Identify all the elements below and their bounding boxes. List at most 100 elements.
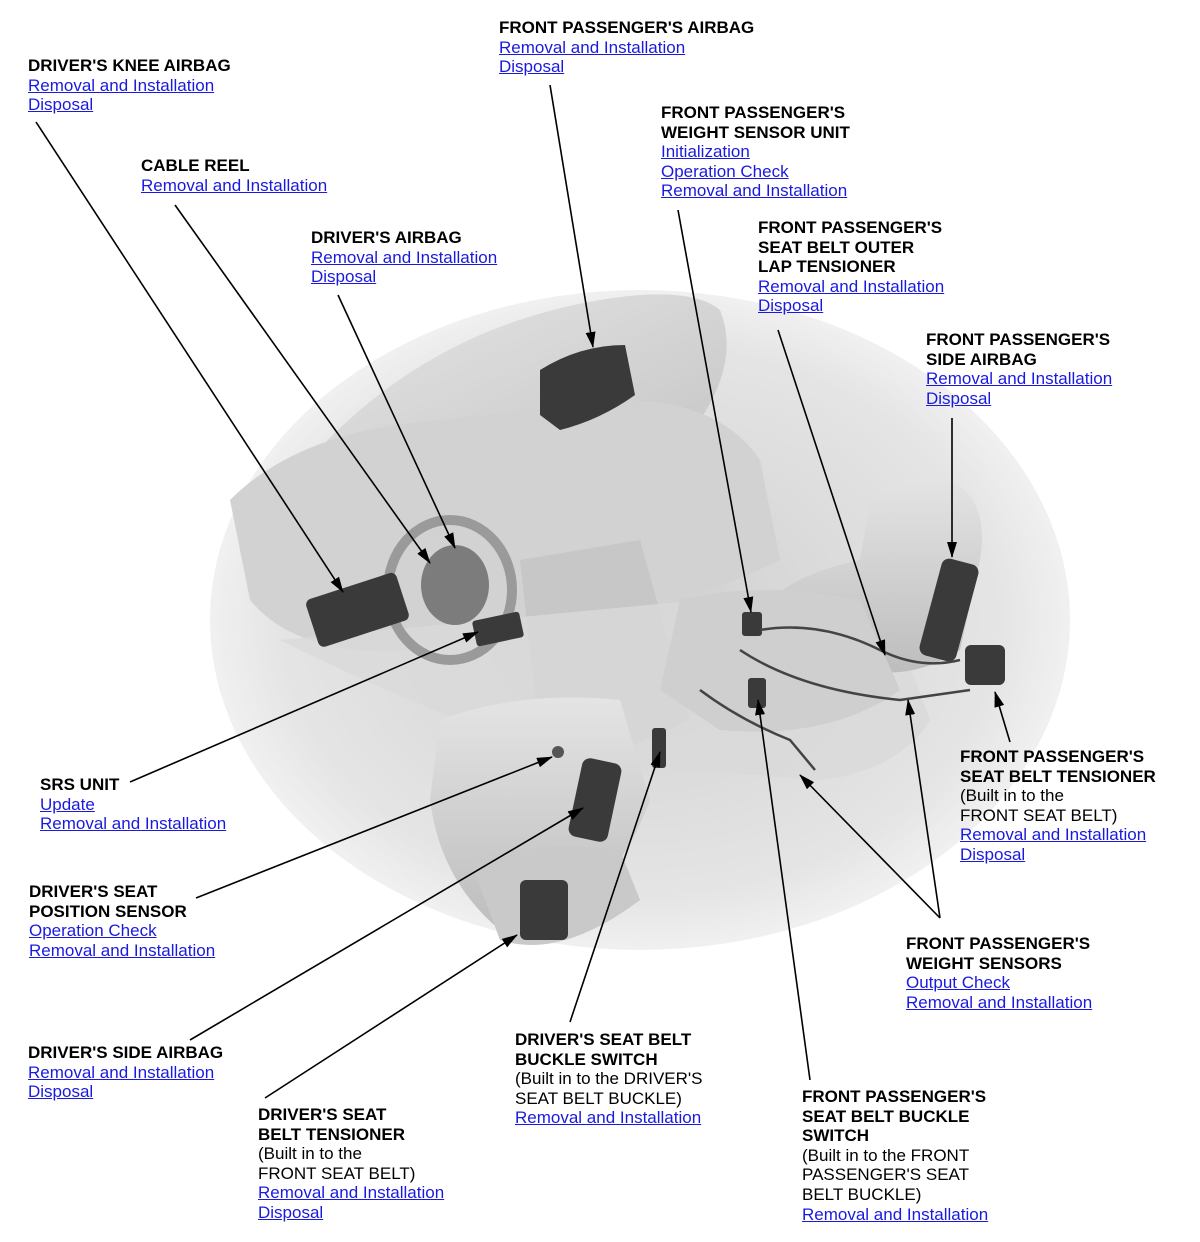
callout-note: FRONT SEAT BELT) xyxy=(960,805,1118,825)
driver-tensioner-module xyxy=(520,880,568,940)
seat-position-sensor-module xyxy=(552,746,564,758)
disposal-link[interactable]: Disposal xyxy=(758,296,824,316)
removal-and-installation-link[interactable]: Removal and Installation xyxy=(311,247,498,267)
operation-check-link[interactable]: Operation Check xyxy=(29,921,157,941)
callout-note: (Built in to the FRONT xyxy=(802,1145,970,1165)
leader-fp-weight-sensors-a xyxy=(905,699,941,919)
callout-title: SEAT BELT TENSIONER xyxy=(960,766,1156,786)
callout-note: SEAT BELT BUCKLE) xyxy=(515,1088,682,1108)
leader-fp-tensioner xyxy=(994,691,1011,743)
callout-title: DRIVER'S KNEE AIRBAG xyxy=(28,56,231,75)
callout-title: BUCKLE SWITCH xyxy=(515,1049,658,1069)
removal-and-installation-link[interactable]: Removal and Installation xyxy=(29,940,216,960)
callout-note: (Built in to the xyxy=(960,786,1064,806)
callout-note: FRONT SEAT BELT) xyxy=(258,1163,416,1183)
removal-and-installation-link[interactable]: Removal and Installation xyxy=(515,1108,702,1128)
disposal-link[interactable]: Disposal xyxy=(926,388,992,408)
callout-title: SWITCH xyxy=(802,1126,870,1146)
callout-title: DRIVER'S SEAT xyxy=(258,1105,387,1124)
removal-and-installation-link[interactable]: Removal and Installation xyxy=(28,75,215,95)
disposal-link[interactable]: Disposal xyxy=(28,95,94,115)
callout-title: DRIVER'S AIRBAG xyxy=(311,228,462,247)
removal-and-installation-link[interactable]: Removal and Installation xyxy=(661,181,848,201)
callout-title: FRONT PASSENGER'S xyxy=(960,747,1145,766)
output-check-link[interactable]: Output Check xyxy=(906,973,1010,993)
callout-title: SIDE AIRBAG xyxy=(926,349,1037,369)
leader-fp-buckle xyxy=(755,699,811,1081)
leader-driver-buckle xyxy=(569,751,661,1023)
removal-and-installation-link[interactable]: Removal and Installation xyxy=(758,276,945,296)
driver-side-airbag-module xyxy=(568,758,622,842)
removal-and-installation-link[interactable]: Removal and Installation xyxy=(960,825,1147,845)
knee-airbag-module xyxy=(306,572,409,647)
removal-and-installation-link[interactable]: Removal and Installation xyxy=(906,992,1093,1012)
callout-title: FRONT PASSENGER'S xyxy=(661,103,846,122)
operation-check-link[interactable]: Operation Check xyxy=(661,161,789,181)
removal-and-installation-link[interactable]: Removal and Installation xyxy=(802,1204,989,1224)
callout-title: FRONT PASSENGER'S xyxy=(926,330,1111,349)
callout-note: BELT BUCKLE) xyxy=(802,1184,922,1204)
callout-title: FRONT PASSENGER'S xyxy=(802,1087,987,1106)
callout-title: SRS UNIT xyxy=(40,775,120,794)
callout-title: POSITION SENSOR xyxy=(29,901,187,921)
srs-components xyxy=(306,345,1005,940)
leader-fp-airbag xyxy=(549,84,596,348)
leader-driver-airbag xyxy=(337,294,456,549)
leader-lines xyxy=(35,84,1011,1099)
removal-and-installation-link[interactable]: Removal and Installation xyxy=(499,37,686,57)
passenger-tensioner-module xyxy=(965,645,1005,685)
callout-title: FRONT PASSENGER'S AIRBAG xyxy=(499,18,755,37)
removal-and-installation-link[interactable]: Removal and Installation xyxy=(40,814,227,834)
callout-title: LAP TENSIONER xyxy=(758,257,896,277)
callout-title: BELT TENSIONER xyxy=(258,1124,406,1144)
leader-knee-airbag xyxy=(35,121,344,593)
callout-title: SEAT BELT OUTER xyxy=(758,237,915,257)
disposal-link[interactable]: Disposal xyxy=(28,1082,94,1102)
leader-fp-lap-tensioner xyxy=(777,329,886,656)
leader-srs-unit xyxy=(129,631,479,783)
callout-title: SEAT BELT BUCKLE xyxy=(802,1106,970,1126)
removal-and-installation-link[interactable]: Removal and Installation xyxy=(926,369,1113,389)
initialization-link[interactable]: Initialization xyxy=(661,142,750,162)
passenger-side-airbag-module xyxy=(919,558,979,662)
removal-and-installation-link[interactable]: Removal and Installation xyxy=(141,175,328,195)
leader-cable-reel xyxy=(174,204,431,564)
disposal-link[interactable]: Disposal xyxy=(258,1202,324,1222)
callout-note: (Built in to the DRIVER'S xyxy=(515,1069,703,1089)
callout-title: WEIGHT SENSORS xyxy=(906,953,1062,973)
disposal-link[interactable]: Disposal xyxy=(960,844,1026,864)
weight-sensor-unit-module xyxy=(742,612,762,636)
callout-title: CABLE REEL xyxy=(141,156,250,175)
callout-title: DRIVER'S SIDE AIRBAG xyxy=(28,1043,224,1062)
passenger-buckle-module xyxy=(748,678,766,708)
disposal-link[interactable]: Disposal xyxy=(499,57,565,77)
update-link[interactable]: Update xyxy=(40,794,95,814)
callout-title: DRIVER'S SEAT BELT xyxy=(515,1030,692,1049)
callout-title: FRONT PASSENGER'S xyxy=(758,218,943,237)
leader-driver-side-airbag xyxy=(189,807,584,1041)
leader-driver-seat-pos xyxy=(195,756,553,899)
disposal-link[interactable]: Disposal xyxy=(311,267,377,287)
removal-and-installation-link[interactable]: Removal and Installation xyxy=(28,1062,215,1082)
driver-buckle-module xyxy=(652,728,666,768)
callout-note: (Built in to the xyxy=(258,1144,362,1164)
removal-and-installation-link[interactable]: Removal and Installation xyxy=(258,1183,445,1203)
leader-fp-weight-sensors-b xyxy=(799,774,941,919)
leader-fp-weight-unit xyxy=(677,209,754,613)
